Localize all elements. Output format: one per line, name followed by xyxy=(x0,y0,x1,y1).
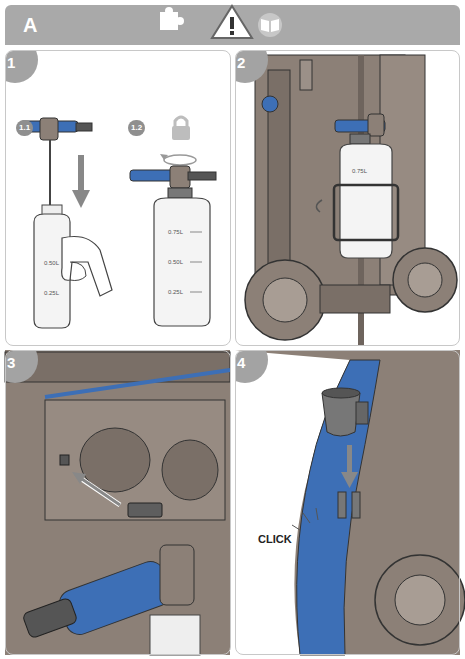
step-panel: 2 xyxy=(235,50,460,346)
callout-number: 2 xyxy=(235,50,268,83)
callout-number: 4 xyxy=(235,350,268,383)
cup-attach-step xyxy=(235,350,465,655)
volume-mark: 0.25L xyxy=(44,290,59,296)
volume-mark: 0.25L xyxy=(168,289,183,295)
step-number: 1.1 xyxy=(16,120,33,136)
callout-number: 1 xyxy=(5,50,38,83)
clip-insert-step xyxy=(5,350,230,655)
volume-mark: 0.50L xyxy=(44,260,59,266)
machine-holder-step xyxy=(245,55,457,345)
volume-mark: 0.50L xyxy=(168,259,183,265)
bottle-fill-step xyxy=(20,117,216,328)
step-panel: 1 xyxy=(5,50,231,346)
step-panel: 4 xyxy=(235,350,460,655)
header-bar: A xyxy=(5,5,460,45)
volume-mark: 0.75L xyxy=(168,229,183,235)
section-letter: A xyxy=(23,14,37,37)
volume-mark: 0.75L xyxy=(352,168,367,174)
step-panel: 3 xyxy=(5,350,231,655)
step-number: 1.2 xyxy=(128,120,145,136)
callout-number: 3 xyxy=(5,350,38,383)
click-label: CLICK xyxy=(258,533,292,545)
